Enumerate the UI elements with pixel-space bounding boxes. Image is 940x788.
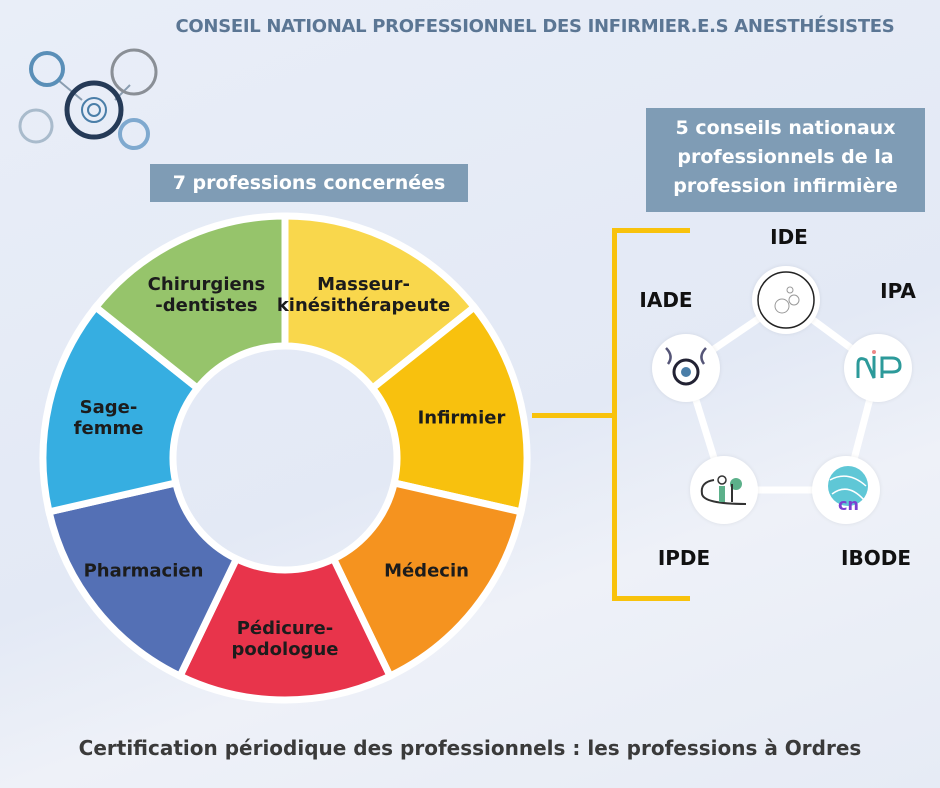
segment-label-line: Chirurgiens [147,273,266,295]
bracket-top [612,228,690,233]
segment-label-line: Pédicure- [236,618,334,639]
segment-label: Pédicure-podologue [232,618,339,660]
donut-segment [44,478,242,681]
ipde-logo [690,456,758,524]
ipa-logo [844,334,912,402]
councils-title-line: professionnels de la [677,146,894,168]
council-label-ibode: IBODE [841,546,911,570]
donut-segment [90,212,289,394]
segment-label: Masseur-kinésithérapeute [277,274,450,316]
segment-label-line: Pharmacien [83,560,204,582]
connector-line [532,413,616,418]
segment-label-line: Médecin [384,560,469,582]
professions-donut [43,212,531,704]
donut-segment [281,212,480,394]
council-label-ide: IDE [770,225,808,249]
bracket-vertical [612,228,617,600]
footer-caption: Certification périodique des professionn… [78,736,862,760]
professions-count-title: 7 professions concernées [150,164,468,202]
iade-logo [652,334,720,402]
councils-title: 5 conseils nationaux professionnels de l… [646,108,925,212]
segment-label-line: -dentistes [155,294,258,316]
segment-label: Infirmier [418,407,506,428]
segment-label: Chirurgiens-dentistes [148,274,266,316]
segment-label-line: Sage- [79,396,138,418]
svg-text:cn: cn [838,495,859,514]
ibode-logo: cn [812,456,880,524]
segment-label-line: femme [73,417,144,439]
councils-title-line: 5 conseils nationaux [675,117,896,139]
segment-label: Pharmacien [84,560,204,581]
council-label-ipde: IPDE [657,546,711,570]
header-title: CONSEIL NATIONAL PROFESSIONNEL DES INFIR… [175,16,895,37]
segment-label-line: Infirmier [417,407,506,429]
donut-segment [328,478,526,681]
segment-label: Médecin [384,560,469,581]
bracket-bottom [612,596,690,601]
donut-segment [175,554,395,704]
segment-label-line: podologue [231,639,339,660]
cnpia-logo [18,48,158,150]
council-label-iade: IADE [639,288,693,312]
council-label-ipa: IPA [880,279,916,303]
segment-label-line: kinésithérapeute [276,294,451,316]
donut-segment [367,302,531,517]
councils-title-line: profession infirmière [673,175,898,197]
segment-label-line: Masseur- [317,273,410,295]
segment-label: Sage-femme [74,397,144,439]
ide-logo [752,266,820,334]
